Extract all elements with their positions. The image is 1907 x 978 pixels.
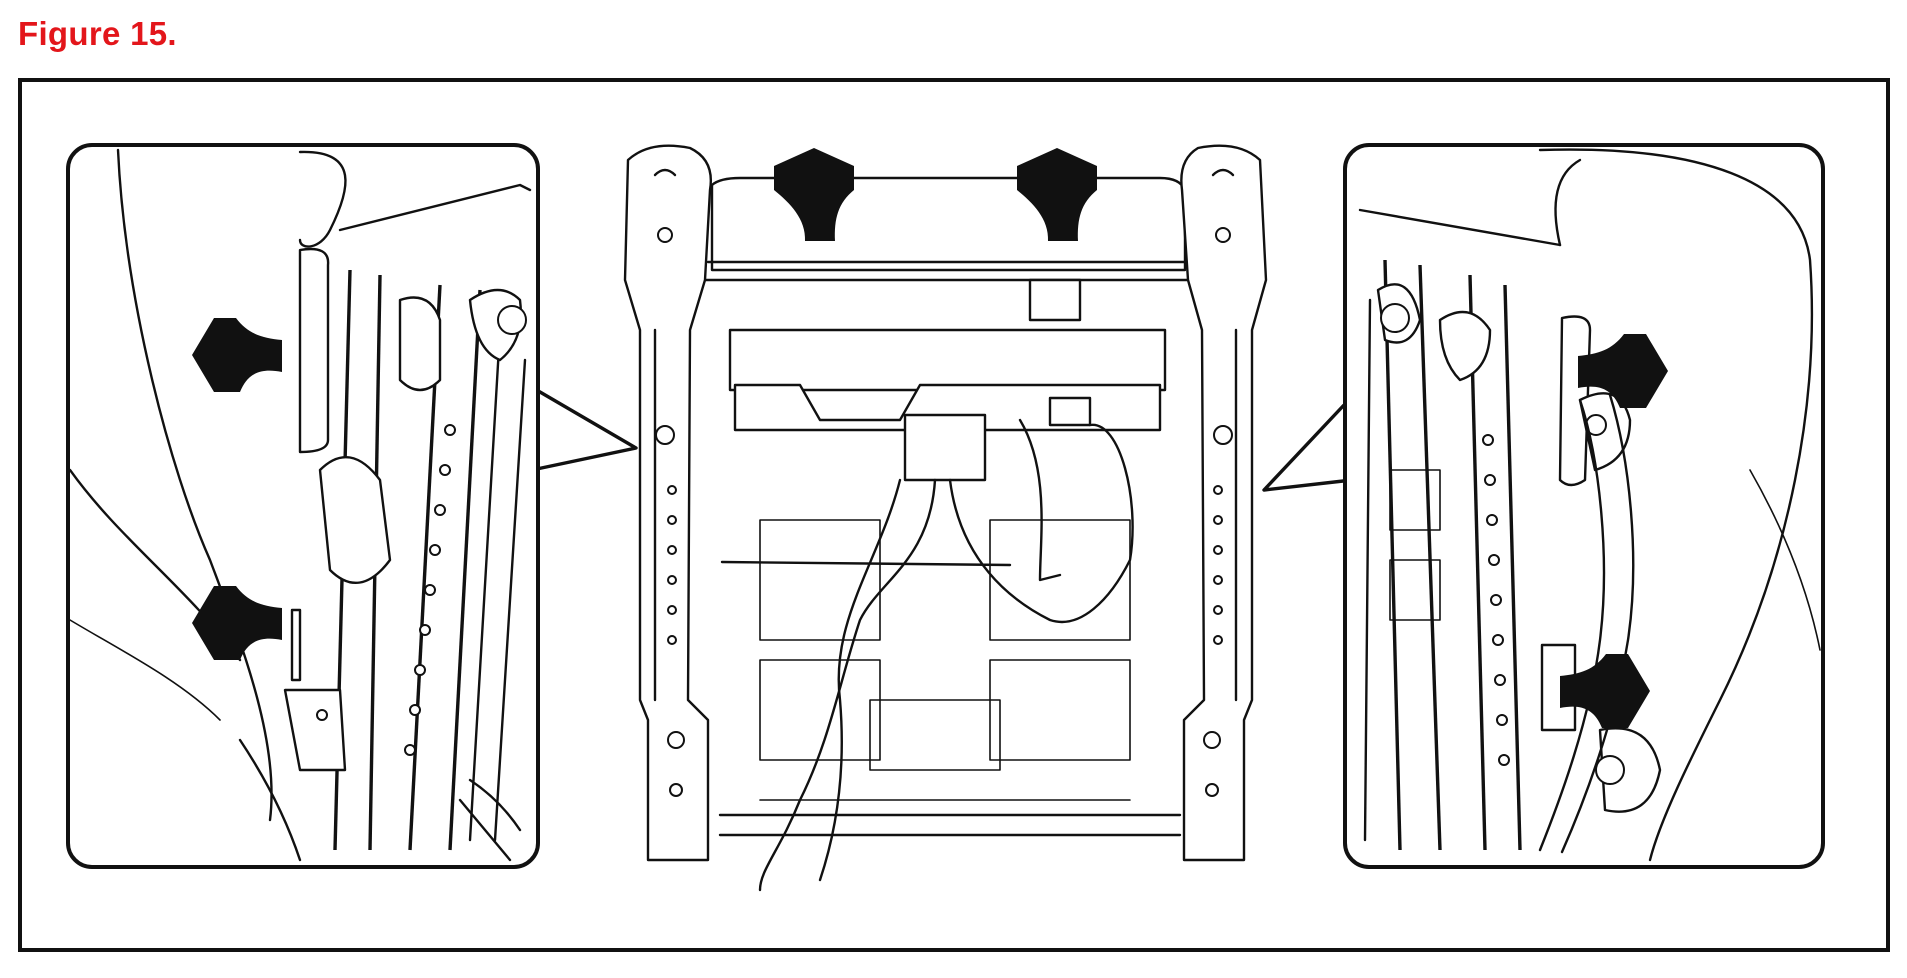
center-right-arrow-icon (1017, 148, 1097, 241)
center-left-arrow-icon (774, 148, 854, 241)
right-detail-panel (1262, 143, 1825, 869)
left-upper-arrow-icon (192, 318, 282, 392)
right-lower-arrow-icon (1560, 654, 1650, 728)
figure-title: Figure 15. (18, 15, 177, 52)
right-panel-border (1343, 143, 1825, 869)
left-callout-pointer (527, 383, 638, 472)
outer-frame (18, 78, 1890, 952)
right-callout-pointer (1262, 403, 1353, 492)
right-upper-arrow-icon (1578, 334, 1668, 408)
left-detail-panel (66, 143, 638, 869)
center-seatback-frame (623, 144, 1268, 892)
left-lower-arrow-icon (192, 586, 282, 660)
